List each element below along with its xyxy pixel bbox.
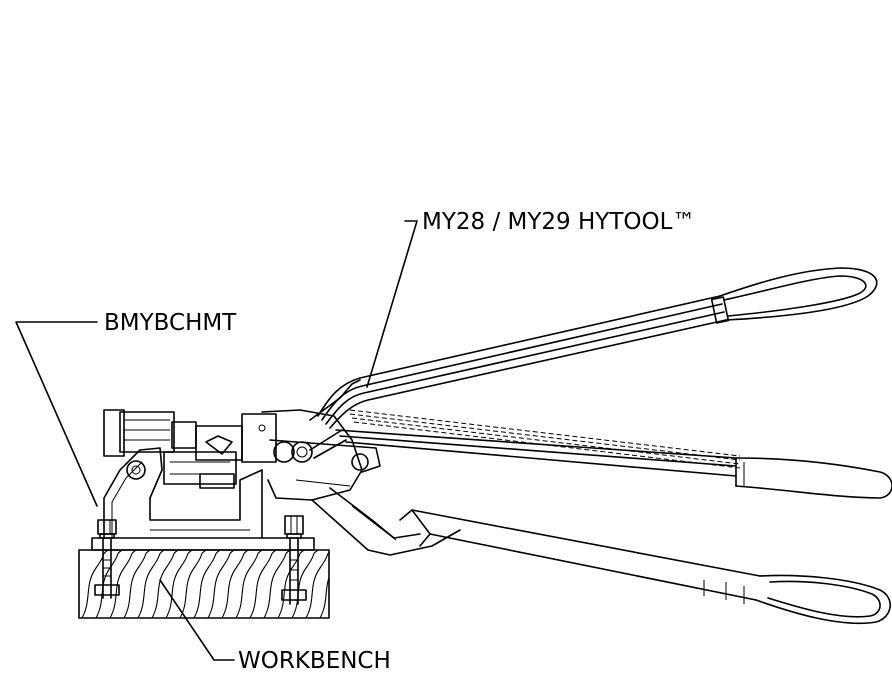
bench-mount <box>91 447 315 605</box>
upper-handle <box>317 267 878 429</box>
tool-body <box>261 379 381 501</box>
leader-lines <box>15 220 418 661</box>
tool-head <box>103 409 277 489</box>
hytool-label: MY28 / MY29 HYTOOL™ <box>422 209 695 235</box>
workbench <box>78 549 330 619</box>
middle-handle <box>335 429 892 499</box>
wood-grain-hatch <box>81 550 329 618</box>
lower-frame <box>311 487 461 556</box>
lower-handle <box>399 509 891 625</box>
left-mounting-bolt <box>94 519 120 599</box>
bench-mount-label: BMYBCHMT <box>104 310 237 336</box>
right-mounting-bolt <box>281 515 307 605</box>
workbench-label: WORKBENCH <box>238 648 391 673</box>
hytool <box>103 267 892 625</box>
